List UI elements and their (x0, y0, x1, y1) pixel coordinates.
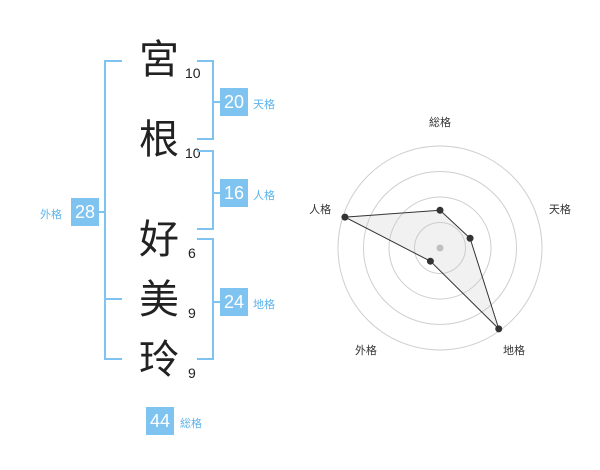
stroke-count-4: 9 (188, 305, 196, 321)
radar-ring-4 (337, 145, 543, 351)
ten-label: 天格 (253, 98, 275, 111)
stroke-count-3: 6 (188, 245, 196, 261)
ten-bracket-bottom (197, 138, 214, 140)
name-char-1: 宮 (139, 37, 179, 83)
jin-bracket-tick (213, 192, 221, 194)
jin-bracket-bottom (197, 228, 214, 230)
radar-point-5 (341, 213, 349, 221)
radar-ring-3 (363, 171, 517, 325)
jin-bracket-vertical (212, 150, 214, 230)
radar-axis-label-1: 総格 (429, 115, 451, 129)
chi-bracket-vertical (212, 238, 214, 360)
sou-label: 総格 (180, 417, 202, 430)
name-char-3: 好 (139, 217, 179, 263)
chi-bracket-bottom (197, 358, 214, 360)
radar-point-1 (436, 206, 444, 214)
chi-value-badge: 24 (220, 288, 248, 316)
ten-value-badge: 20 (220, 88, 248, 116)
name-char-5: 玲 (139, 337, 179, 383)
radar-data-polygon (343, 209, 500, 330)
gai-label: 外格 (40, 208, 62, 221)
stroke-count-1: 10 (185, 65, 201, 81)
chi-label: 地格 (253, 298, 275, 311)
chi-bracket-tick (213, 301, 221, 303)
name-char-4: 美 (139, 277, 179, 323)
ten-bracket-top (197, 60, 214, 62)
radar-point-2 (466, 234, 474, 242)
radar-axis-label-3: 地格 (503, 343, 525, 357)
radar-ring-2 (388, 196, 492, 300)
jin-bracket-top (197, 150, 214, 152)
radar-axis-label-5: 人格 (309, 202, 331, 216)
gai-bracket-top (104, 60, 122, 62)
radar-axis-label-2: 天格 (549, 202, 571, 216)
stroke-count-2: 10 (185, 145, 201, 161)
gai-value-badge: 28 (71, 198, 99, 226)
gai-bracket-tick (97, 211, 105, 213)
gai-bracket-mid (104, 298, 122, 300)
chi-bracket-top (197, 238, 214, 240)
jin-label: 人格 (253, 189, 275, 202)
stroke-count-5: 9 (188, 365, 196, 381)
name-char-2: 根 (139, 117, 179, 163)
ten-bracket-vertical (212, 60, 214, 140)
radar-axis-label-4: 外格 (355, 343, 377, 357)
gai-bracket-bottom (104, 358, 122, 360)
ten-bracket-tick (213, 101, 221, 103)
radar-point-4 (426, 257, 434, 265)
radar-point-3 (495, 325, 503, 333)
jin-value-badge: 16 (220, 179, 248, 207)
gai-bracket-vertical (104, 60, 106, 360)
sou-value-badge: 44 (146, 407, 174, 435)
radar-ring-1 (414, 222, 466, 274)
radar-center-dot (436, 244, 444, 252)
